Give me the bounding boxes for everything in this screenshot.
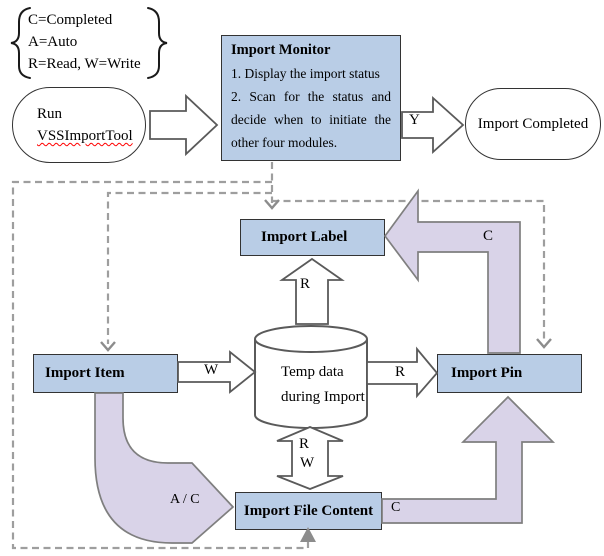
edge-label-rw-r: R xyxy=(299,436,310,452)
pin-to-label-elbow-arrow xyxy=(383,188,521,354)
node-import-pin: Import Pin xyxy=(437,354,582,393)
import-label-label: Import Label xyxy=(261,229,348,245)
node-import-item: Import Item xyxy=(33,354,178,393)
import-completed-label: Import Completed xyxy=(477,115,589,132)
edge-label-c-bottom: C xyxy=(391,500,401,515)
temp-data-line1: Temp data xyxy=(281,364,344,380)
run-line: Run xyxy=(37,106,63,122)
import-monitor-item1: 1. Display the import status xyxy=(231,66,380,81)
run-to-monitor-arrow xyxy=(149,93,219,157)
arrowhead-into-pin xyxy=(536,338,552,349)
legend-line-read-write: R=Read, W=Write xyxy=(28,56,141,72)
legend-line-completed: C=Completed xyxy=(28,12,113,28)
node-run-vssimporttool: Run VSSImportTool xyxy=(12,87,146,163)
edge-label-w: W xyxy=(204,362,219,378)
temp-data-cylinder-top xyxy=(254,325,368,353)
import-item-label: Import Item xyxy=(45,365,125,381)
import-monitor-title: Import Monitor xyxy=(231,42,331,58)
arrowhead-into-label xyxy=(264,199,280,210)
run-tool-name: VSSImportTool xyxy=(37,128,133,144)
edge-label-rw-w: W xyxy=(300,455,315,471)
edge-label-r-to-pin: R xyxy=(395,364,406,380)
item-to-filecontent-curved-arrow xyxy=(94,392,235,544)
node-import-file-content: Import File Content xyxy=(235,492,382,530)
edge-label-r-to-label: R xyxy=(300,276,311,292)
tempdata-to-label-arrow xyxy=(279,257,345,325)
import-monitor-item2: 2. Scan for the status and decide when t… xyxy=(231,89,391,150)
temp-data-text: Temp data during Import xyxy=(281,360,365,410)
right-brace-icon xyxy=(147,7,168,79)
import-pin-label: Import Pin xyxy=(451,365,523,381)
legend-line-auto: A=Auto xyxy=(28,34,78,50)
import-file-content-label: Import File Content xyxy=(243,502,374,519)
edge-label-c-top: C xyxy=(483,228,494,244)
node-import-label: Import Label xyxy=(240,219,385,256)
filecontent-to-pin-elbow-arrow xyxy=(381,395,556,524)
temp-data-line2: during Import xyxy=(281,389,365,405)
dashed-line-monitor-to-item xyxy=(106,191,272,344)
arrowhead-into-item xyxy=(100,341,116,352)
edge-label-a-c: A / C xyxy=(170,492,200,507)
node-import-monitor: Import Monitor 1. Display the import sta… xyxy=(221,35,401,161)
node-import-completed: Import Completed xyxy=(465,88,601,160)
edge-label-y: Y xyxy=(409,112,420,128)
